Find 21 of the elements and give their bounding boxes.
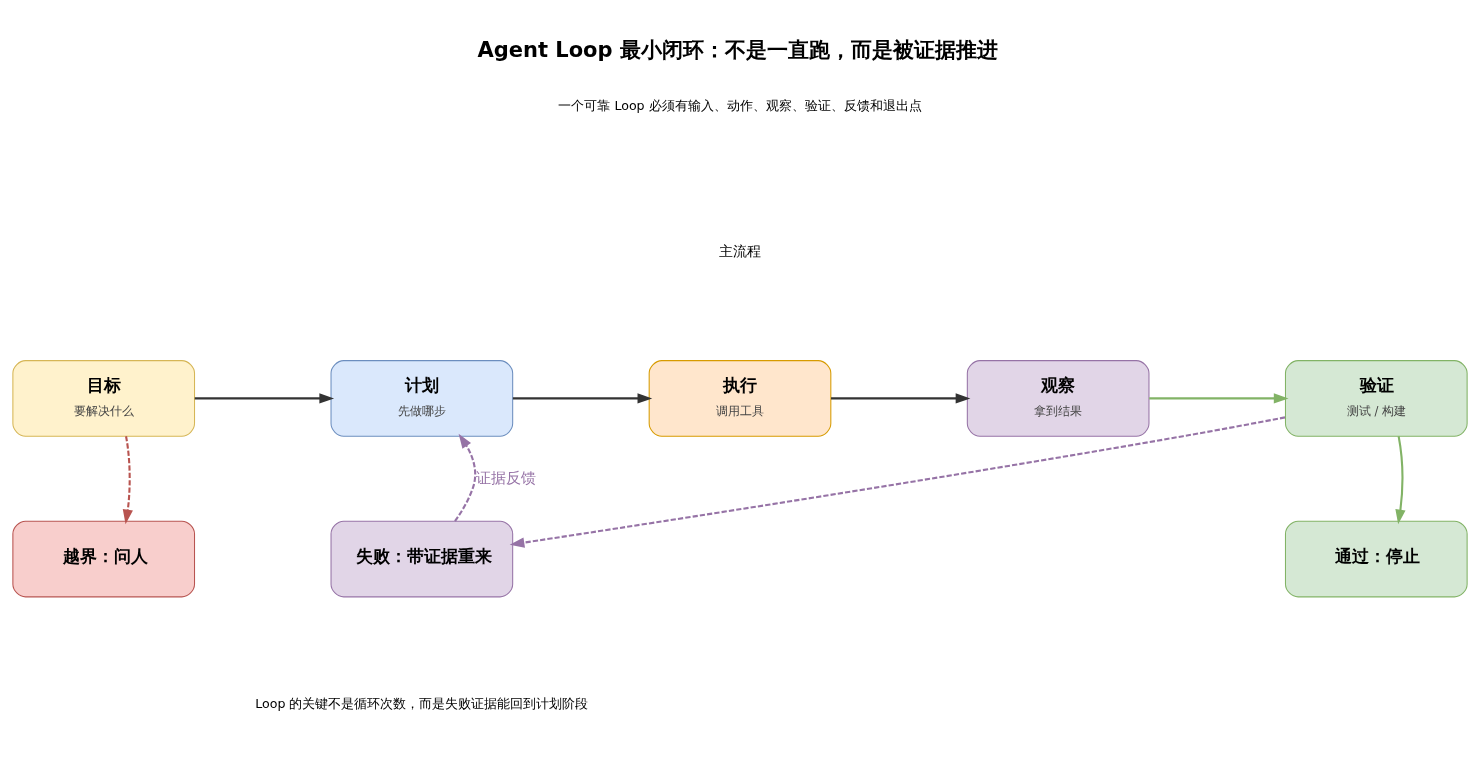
arrow — [512, 393, 653, 404]
arrow — [1149, 393, 1289, 404]
node-box: 越界：问人 — [12, 520, 196, 598]
node-box: 观察 拿到结果 — [966, 360, 1150, 437]
arrow — [454, 433, 477, 522]
label: Loop 的关键不是循环次数，而是失败证据能回到计划阶段 — [255, 696, 589, 712]
arrow — [194, 393, 335, 404]
node-box: 失败：带证据重来 — [330, 520, 514, 598]
diagram-title: Agent Loop 最小闭环：不是一直跑，而是被证据推进 — [477, 38, 998, 63]
node-box: 通过：停止 — [1284, 520, 1468, 598]
node-box: 目标 要解决什么 — [12, 360, 196, 437]
node-box: 执行 调用工具 — [648, 360, 832, 437]
label: 一个可靠 Loop 必须有输入、动作、观察、验证、反馈和退出点 — [558, 97, 922, 113]
node-box: 验证 测试 / 构建 — [1284, 360, 1468, 437]
label: 主流程 — [719, 243, 761, 260]
arrow — [831, 393, 971, 404]
edge-label: 证据反馈 — [475, 468, 536, 486]
arrow — [1395, 436, 1406, 525]
node-box: 计划 先做哪步 — [330, 360, 514, 437]
arrow — [122, 436, 133, 525]
arrow — [509, 416, 1286, 548]
